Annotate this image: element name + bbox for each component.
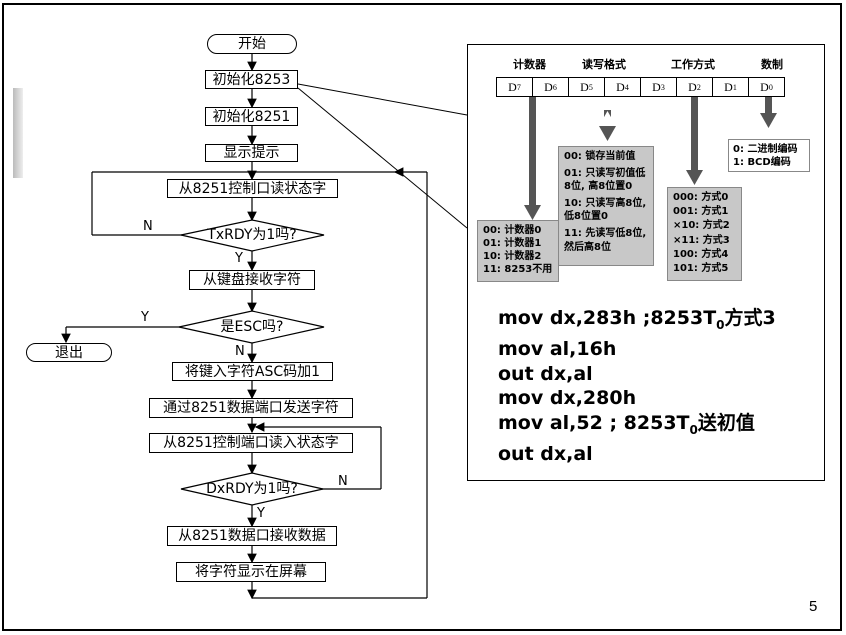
rxrdy-decision-text: DxRDY为1吗? (206, 481, 298, 497)
esc-y-label: Y (141, 310, 149, 325)
read-status-box-2: 从8251控制端口读入状态字 (149, 433, 353, 453)
code-line: mov dx,280h (498, 387, 637, 410)
counter-option: 00: 计数器0 (483, 225, 542, 236)
txrdy-n-label: N (143, 219, 153, 234)
numbering-options-box: 0: 二进制编码 1: BCD编码 (728, 139, 810, 172)
header-rw-format: 读写格式 (582, 58, 626, 71)
mode-option: 100: 方式4 (673, 248, 729, 260)
show-prompt-box: 显示提示 (205, 144, 298, 162)
init-8253-box: 初始化8253 (205, 70, 298, 89)
mode-option: 101: 方式5 (673, 263, 729, 275)
start-terminal: 开始 (207, 34, 297, 54)
exit-terminal: 退出 (26, 343, 112, 362)
counter-arrow-head (524, 205, 541, 220)
counter-option: 10: 计数器2 (483, 251, 542, 262)
receive-key-box: 从键盘接收字符 (189, 270, 315, 290)
txrdy-y-label: Y (235, 251, 243, 266)
page-number: 5 (809, 598, 818, 615)
send-char-box: 通过8251数据端口发送字符 (149, 398, 353, 418)
numbering-arrow-head (760, 113, 777, 128)
header-counter: 计数器 (513, 58, 546, 71)
counter-options-box: 00: 计数器0 01: 计数器1 10: 计数器2 11: 8253不用 (477, 220, 559, 282)
mode-option: 000: 方式0 (673, 192, 729, 203)
numbering-arrow-shaft (765, 97, 772, 115)
display-char-box: 将字符显示在屏幕 (176, 562, 326, 582)
rw-option: 01: 只读写初值低 (564, 167, 646, 179)
mode-option: 001: 方式1 (673, 206, 729, 218)
rw-option: 低8位置0 (564, 211, 608, 223)
code-line: out dx,al (498, 362, 593, 385)
rw-arrow-head (599, 126, 616, 141)
add-one-box: 将键入字符ASC码加1 (172, 362, 333, 381)
header-mode: 工作方式 (671, 58, 715, 71)
code-line: out dx,al (498, 443, 593, 466)
txrdy-decision-text: TxRDY为1吗? (207, 227, 297, 243)
code-line: mov al,16h (498, 338, 617, 361)
rw-option: 10: 只读写高8位, (564, 197, 647, 209)
numbering-option: 0: 二进制编码 (733, 144, 798, 155)
mode-arrow-head (686, 170, 703, 185)
counter-arrow-shaft (529, 97, 536, 207)
init-8251-box: 初始化8251 (205, 107, 298, 126)
mode-option: ×10: 方式2 (673, 220, 730, 232)
rxrdy-n-label: N (338, 474, 348, 489)
rxrdy-y-label: Y (257, 506, 265, 521)
decorative-bar (13, 88, 23, 178)
code-line: mov dx,283h ;8253T0方式3 (498, 307, 776, 332)
mode-option: ×11: 方式3 (673, 234, 730, 246)
rw-options-box: 00: 锁存当前值 01: 只读写初值低 8位, 高8位置0 10: 只读写高8… (558, 146, 654, 266)
rw-option: 然后高8位 (564, 241, 611, 253)
header-numbering: 数制 (761, 58, 783, 71)
read-status-box-1: 从8251控制口读状态字 (167, 179, 338, 198)
numbering-option: 1: BCD编码 (733, 157, 791, 168)
code-line: mov al,52 ; 8253T0送初值 (498, 411, 755, 437)
rw-option: 11: 先读写低8位, (564, 227, 647, 239)
counter-option: 01: 计数器1 (483, 238, 542, 249)
rw-option: 8位, 高8位置0 (564, 181, 633, 193)
mode-options-box: 000: 方式0 001: 方式1 ×10: 方式2 ×11: 方式3 100:… (667, 187, 742, 281)
rw-option: 00: 锁存当前值 (564, 151, 636, 162)
mode-arrow-shaft (691, 97, 698, 172)
assembly-code: mov dx,283h ;8253T0方式3 mov al,16h out dx… (498, 306, 776, 467)
receive-data-box: 从8251数据口接收数据 (167, 526, 337, 546)
esc-n-label: N (235, 344, 245, 359)
counter-option: 11: 8253不用 (483, 264, 553, 275)
esc-decision-text: 是ESC吗? (220, 319, 284, 335)
